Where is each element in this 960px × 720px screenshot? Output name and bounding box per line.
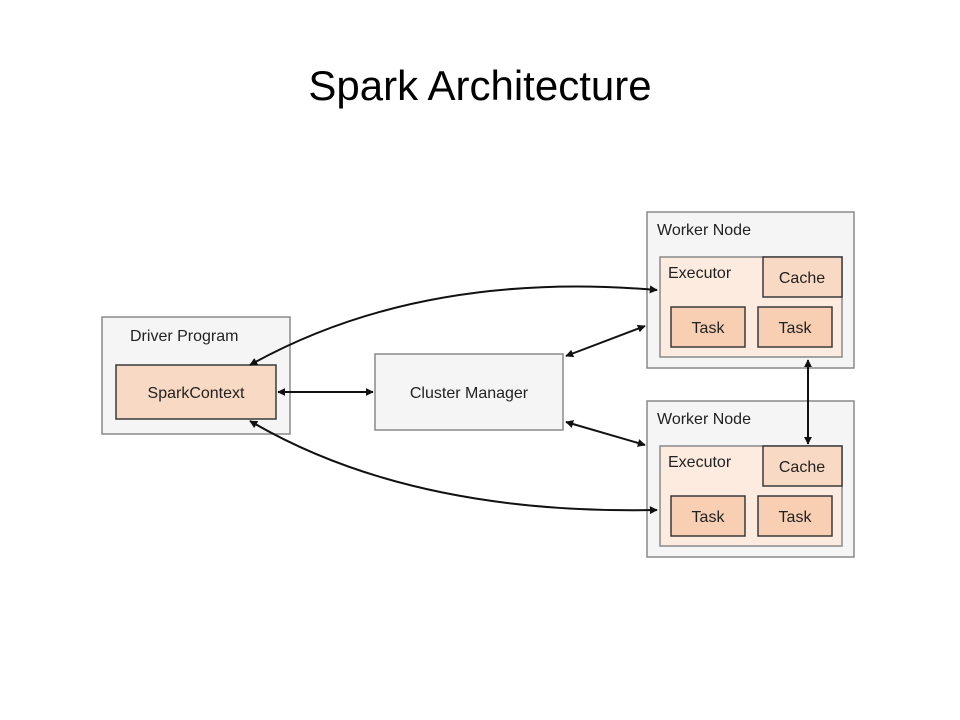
arrow-cluster-manager-worker-1 bbox=[565, 324, 646, 358]
cache-box: Cache bbox=[762, 445, 843, 487]
task-box: Task bbox=[670, 306, 746, 348]
task-label: Task bbox=[692, 320, 726, 337]
spark-context-label: SparkContext bbox=[148, 385, 245, 402]
arrow-cluster-manager-worker-2 bbox=[565, 420, 646, 447]
cache-label: Cache bbox=[779, 459, 825, 476]
task-box: Task bbox=[757, 495, 833, 537]
cluster-manager-box: Cluster Manager bbox=[374, 353, 564, 431]
spark-context-box: SparkContext bbox=[115, 364, 277, 420]
arrow-context-worker-1 bbox=[249, 285, 658, 366]
executor-box: Executor Cache Task Task bbox=[659, 256, 843, 358]
cache-box: Cache bbox=[762, 256, 843, 298]
executor-box: Executor Cache Task Task bbox=[659, 445, 843, 547]
worker-node-label: Worker Node bbox=[657, 222, 751, 239]
driver-program-label: Driver Program bbox=[130, 328, 238, 345]
worker-node-box: Worker Node Executor Cache Task Task bbox=[646, 211, 855, 369]
arrow-context-worker-2 bbox=[249, 420, 658, 515]
task-label: Task bbox=[779, 509, 813, 526]
driver-program-box: Driver Program SparkContext bbox=[101, 316, 291, 435]
worker-node-label: Worker Node bbox=[657, 411, 751, 428]
cache-label: Cache bbox=[779, 270, 825, 287]
task-label: Task bbox=[692, 509, 726, 526]
worker-node-box: Worker Node Executor Cache Task Task bbox=[646, 400, 855, 558]
executor-label: Executor bbox=[668, 265, 732, 282]
cluster-manager-label: Cluster Manager bbox=[410, 385, 529, 402]
slide-title: Spark Architecture bbox=[308, 62, 652, 109]
executor-label: Executor bbox=[668, 454, 732, 471]
task-box: Task bbox=[757, 306, 833, 348]
task-label: Task bbox=[779, 320, 813, 337]
task-box: Task bbox=[670, 495, 746, 537]
